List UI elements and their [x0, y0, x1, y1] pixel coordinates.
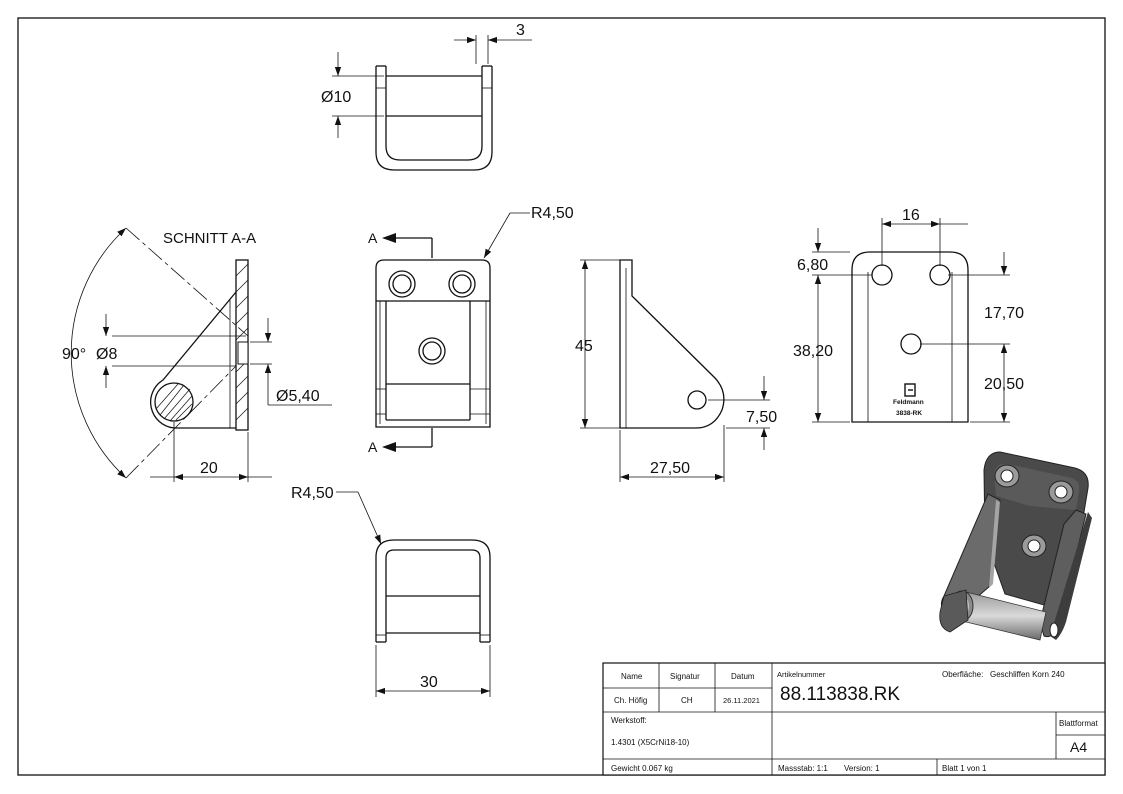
back-dim-hole-height: 20,50: [984, 376, 1024, 393]
bottom-dim-radius: R4,50: [291, 485, 334, 502]
tb-signature: CH: [681, 696, 693, 705]
tb-date: 26.11.2021: [723, 696, 760, 705]
tb-material-label: Werkstoff:: [611, 716, 647, 725]
front-section-label-top: A: [368, 230, 378, 246]
back-dim-top-offset: 6,80: [797, 257, 828, 274]
tb-article-number: 88.113838.RK: [780, 684, 900, 705]
section-dim-diameter-8: Ø8: [96, 346, 117, 363]
top-dim-diameter: Ø10: [321, 89, 351, 106]
front-section-label-bottom: A: [368, 439, 378, 455]
top-dim-width: 3: [516, 22, 525, 39]
tb-version: Version: 1: [844, 764, 880, 773]
side-dim-hole-height: 7,50: [746, 409, 777, 426]
back-dim-height: 38,20: [793, 343, 833, 360]
tb-header-signature: Signatur: [670, 672, 700, 681]
tb-sheet: Blatt 1 von 1: [942, 764, 987, 773]
tb-sheet-format-label: Blattformat: [1059, 719, 1098, 728]
side-dim-height: 45: [575, 338, 593, 355]
tb-header-name: Name: [621, 672, 643, 681]
section-title: SCHNITT A-A: [163, 230, 256, 247]
back-dim-spacing: 16: [902, 207, 920, 224]
back-dim-hole-offset: 17,70: [984, 305, 1024, 322]
title-block: Name Signatur Datum Artikelnummer Oberfl…: [602, 662, 1106, 776]
bottom-dim-width: 30: [420, 674, 438, 691]
tb-header-date: Datum: [731, 672, 755, 681]
section-view: SCHNITT A-A: [62, 227, 332, 482]
tb-material: 1.4301 (X5CrNi18-10): [611, 738, 690, 747]
tb-scale: Massstab: 1:1: [778, 764, 828, 773]
drawing-frame: [17, 17, 1106, 776]
tb-surface-label: Oberfläche:: [942, 670, 983, 679]
isometric-render: [939, 451, 1092, 641]
front-view: A A R4,50: [368, 205, 574, 455]
plate-hatch: [235, 263, 249, 421]
side-view: 45 7,50 27,50: [575, 259, 777, 482]
front-dim-radius: R4,50: [531, 205, 574, 222]
top-view: 3 Ø10: [321, 22, 532, 171]
tb-surface-value: Geschliffen Korn 240: [990, 670, 1065, 679]
tb-weight: Gewicht 0.067 kg: [611, 764, 673, 773]
section-dim-width: 20: [200, 460, 218, 477]
feldmann-logo: Feldmann: [893, 383, 924, 406]
tb-sheet-format: A4: [1070, 739, 1087, 755]
tb-header-article: Artikelnummer: [777, 670, 826, 679]
section-dim-angle: 90°: [62, 346, 86, 363]
back-view: Feldmann 3838-RK 16 6,80 38,20 17,70 20,…: [793, 207, 1024, 423]
side-dim-width: 27,50: [650, 460, 690, 477]
part-marking: 3838-RK: [896, 410, 922, 417]
tb-name: Ch. Höfig: [614, 696, 647, 705]
section-dim-hole: Ø5,40: [276, 388, 320, 405]
logo-text: Feldmann: [893, 399, 924, 406]
bottom-view: R4,50 30: [291, 485, 491, 697]
